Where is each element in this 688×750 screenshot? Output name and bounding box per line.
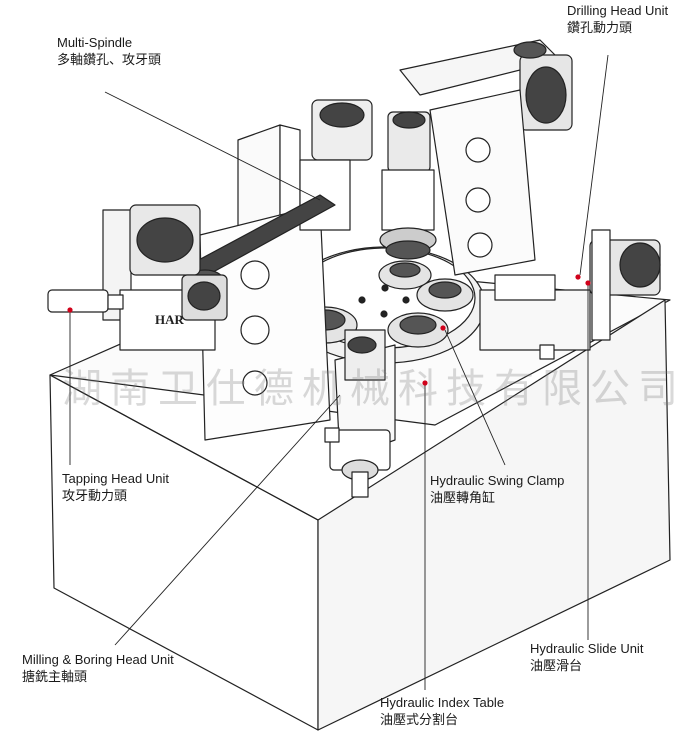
base-right-face [317,299,671,731]
leader-milling [114,394,341,646]
label-drilling-head: Drilling Head Unit 鑽孔動力頭 [567,3,669,35]
label-swing-clamp: Hydraulic Swing Clamp 油壓轉角缸 [430,473,565,505]
leader-multi-spindle [104,91,321,201]
brand-plate: HAR [155,312,185,327]
label-index-table: Hydraulic Index Table 油壓式分割台 [380,695,505,727]
label-milling-boring: Milling & Boring Head Unit 搪銑主軸頭 [22,652,174,684]
leader-swing-clamp [444,329,506,466]
label-slide-unit: Hydraulic Slide Unit 油壓滑台 [530,641,644,673]
leader-drilling [579,54,609,276]
label-tapping-head: Tapping Head Unit 攻牙動力頭 [62,471,169,503]
watermark: 湖南卫仕德机械科技有限公司 [62,366,686,412]
label-multi-spindle: Multi-Spindle 多軸鑽孔、攻牙頭 [57,35,162,67]
